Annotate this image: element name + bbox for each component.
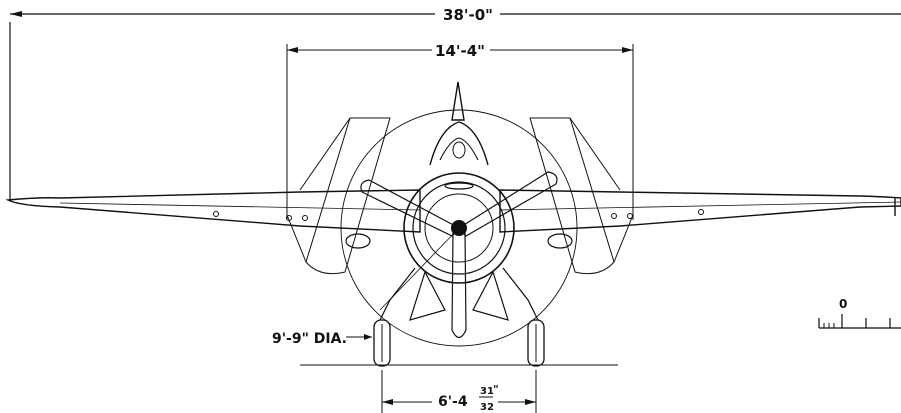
track-label-whole: 6'-4 bbox=[438, 394, 468, 410]
landing-gear-left bbox=[373, 267, 446, 367]
overall-span-label: 38'-0" bbox=[443, 6, 493, 24]
track-inch-mark: " bbox=[493, 383, 499, 396]
track-fraction-denominator: 32 bbox=[480, 402, 494, 413]
wing-fold-span-label: 14'-4" bbox=[435, 42, 485, 60]
left-wing bbox=[5, 189, 421, 249]
scale-bar: 0 bbox=[818, 297, 901, 329]
track-fraction-numerator: 31 bbox=[480, 386, 494, 397]
propeller-blades bbox=[360, 171, 558, 339]
fuselage bbox=[403, 81, 515, 284]
track-dimension: 6'-4 31 32 " bbox=[381, 370, 537, 413]
propeller-diameter-dimension: 9'-9" DIA. bbox=[272, 331, 372, 347]
scale-bar-zero-label: 0 bbox=[839, 297, 847, 311]
right-wing bbox=[499, 189, 901, 249]
landing-gear-right bbox=[472, 267, 545, 367]
folded-wing-outline-left bbox=[286, 117, 391, 275]
propeller-diameter-label: 9'-9" DIA. bbox=[272, 331, 347, 347]
wing-fold-span-dimension: 14'-4" bbox=[286, 42, 634, 220]
folded-wing-outline-right bbox=[529, 117, 634, 275]
overall-span-dimension: 38'-0" bbox=[9, 6, 901, 200]
